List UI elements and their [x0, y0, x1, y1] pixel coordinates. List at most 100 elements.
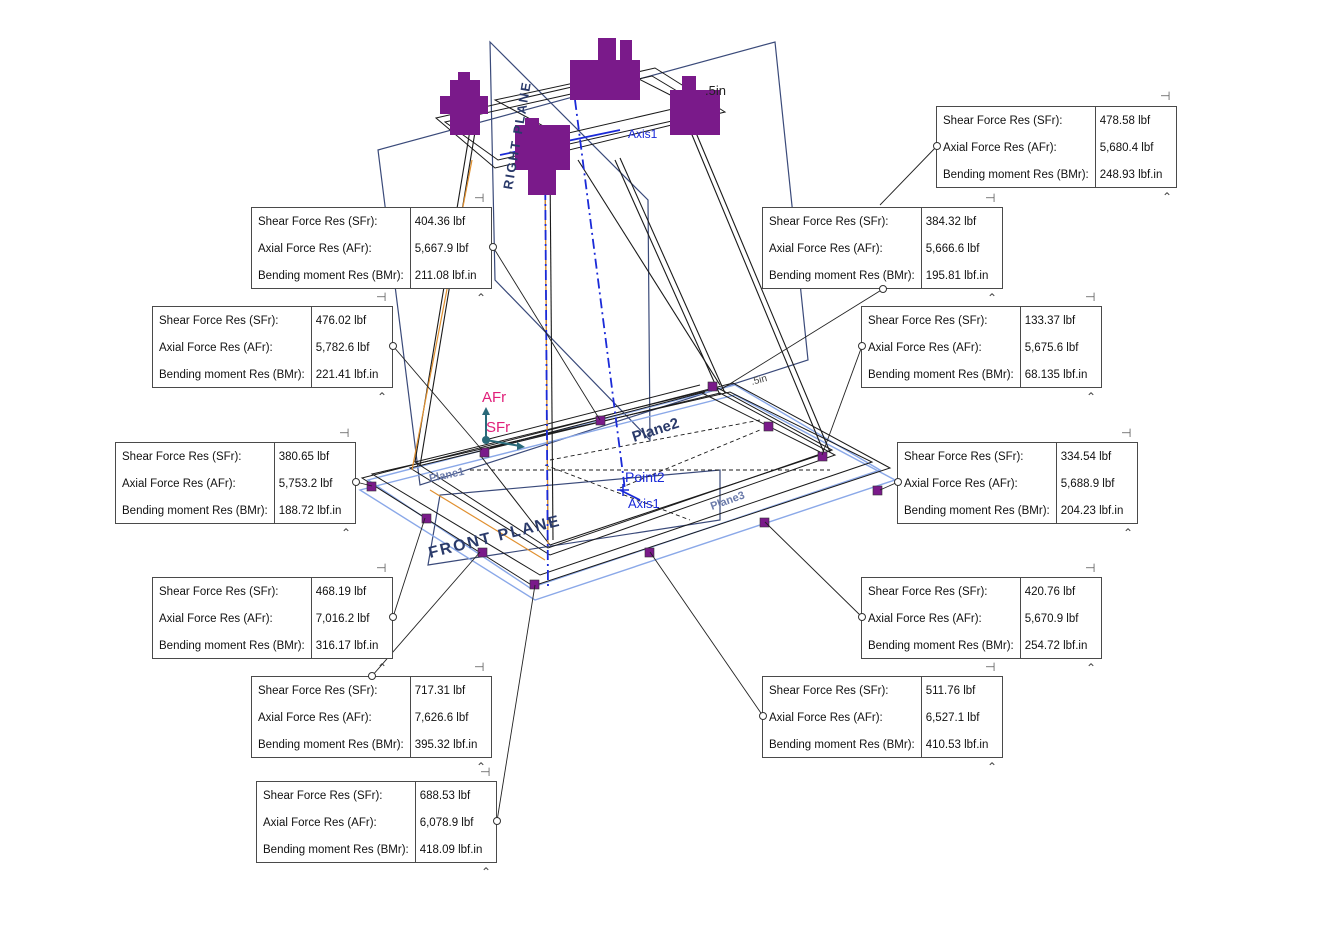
sfr-label: Shear Force Res (SFr):	[769, 684, 889, 697]
callout-box[interactable]: Shear Force Res (SFr):468.19 lbf Axial F…	[152, 577, 393, 659]
collapse-chevron-icon[interactable]: ⌃	[341, 526, 352, 540]
pin-icon[interactable]: ⊣	[376, 561, 387, 575]
callout-anchor-icon	[493, 817, 501, 825]
pin-icon[interactable]: ⊣	[480, 765, 491, 779]
collapse-chevron-icon[interactable]: ⌃	[481, 865, 492, 879]
bmr-value: 248.93 lbf.in	[1094, 161, 1177, 188]
afr-label: Axial Force Res (AFr):	[868, 612, 982, 625]
afr-value: 7,626.6 lbf	[409, 704, 492, 731]
callout-anchor-icon	[879, 285, 887, 293]
pin-icon[interactable]: ⊣	[985, 660, 996, 674]
bmr-value: 204.23 lbf.in	[1055, 497, 1138, 524]
afr-label: Axial Force Res (AFr):	[258, 711, 372, 724]
dimension-bottom-label: .5in	[750, 373, 768, 388]
afr-label: Axial Force Res (AFr):	[943, 141, 1057, 154]
sfr-value: 404.36 lbf	[409, 208, 491, 235]
afr-label: Axial Force Res (AFr):	[769, 711, 883, 724]
bmr-label: Bending moment Res (BMr):	[769, 738, 915, 751]
collapse-chevron-icon[interactable]: ⌃	[1162, 190, 1173, 204]
callout-box[interactable]: Shear Force Res (SFr):688.53 lbf Axial F…	[256, 781, 497, 863]
bmr-label: Bending moment Res (BMr):	[868, 368, 1014, 381]
afr-label: Axial Force Res (AFr):	[868, 341, 982, 354]
dimension-top-label: .5in	[705, 83, 726, 98]
afr-marker-label: AFr	[482, 389, 506, 406]
bmr-label: Bending moment Res (BMr):	[769, 269, 915, 282]
callout-anchor-icon	[894, 478, 902, 486]
callout-anchor-icon	[368, 672, 376, 680]
sfr-value: 478.58 lbf	[1094, 107, 1177, 134]
collapse-chevron-icon[interactable]: ⌃	[1086, 390, 1097, 404]
bmr-label: Bending moment Res (BMr):	[904, 504, 1050, 517]
pin-icon[interactable]: ⊣	[474, 660, 485, 674]
bmr-value: 410.53 lbf.in	[920, 731, 1003, 758]
collapse-chevron-icon[interactable]: ⌃	[476, 291, 487, 305]
collapse-chevron-icon[interactable]: ⌃	[1086, 661, 1097, 675]
afr-label: Axial Force Res (AFr):	[258, 242, 372, 255]
force-triad-icon	[482, 407, 525, 450]
sfr-label: Shear Force Res (SFr):	[904, 450, 1024, 463]
callout-box[interactable]: Shear Force Res (SFr):511.76 lbf Axial F…	[762, 676, 1003, 758]
callout-box[interactable]: Shear Force Res (SFr):717.31 lbf Axial F…	[251, 676, 492, 758]
collapse-chevron-icon[interactable]: ⌃	[987, 291, 998, 305]
reference-planes	[377, 40, 809, 566]
sfr-label: Shear Force Res (SFr):	[868, 585, 988, 598]
pin-icon[interactable]: ⊣	[1085, 290, 1096, 304]
sfr-label: Shear Force Res (SFr):	[943, 114, 1063, 127]
collapse-chevron-icon[interactable]: ⌃	[1123, 526, 1134, 540]
bmr-label: Bending moment Res (BMr):	[943, 168, 1089, 181]
afr-value: 5,688.9 lbf	[1055, 470, 1138, 497]
pin-icon[interactable]: ⊣	[376, 290, 387, 304]
callout-anchor-icon	[933, 142, 941, 150]
sfr-value: 334.54 lbf	[1055, 443, 1138, 470]
pin-icon[interactable]: ⊣	[1121, 426, 1132, 440]
afr-label: Axial Force Res (AFr):	[159, 341, 273, 354]
callout-box[interactable]: Shear Force Res (SFr):404.36 lbf Axial F…	[251, 207, 492, 289]
collapse-chevron-icon[interactable]: ⌃	[377, 661, 388, 675]
callout-anchor-icon	[489, 243, 497, 251]
bmr-value: 254.72 lbf.in	[1019, 632, 1102, 659]
point2-marker-icon	[617, 484, 629, 496]
afr-value: 5,680.4 lbf	[1094, 134, 1177, 161]
pin-icon[interactable]: ⊣	[1085, 561, 1096, 575]
pin-icon[interactable]: ⊣	[1160, 89, 1171, 103]
collapse-chevron-icon[interactable]: ⌃	[987, 760, 998, 774]
afr-value: 5,667.9 lbf	[409, 235, 491, 262]
pin-icon[interactable]: ⊣	[339, 426, 350, 440]
bmr-label: Bending moment Res (BMr):	[122, 504, 268, 517]
callout-box[interactable]: Shear Force Res (SFr):133.37 lbf Axial F…	[861, 306, 1102, 388]
collapse-chevron-icon[interactable]: ⌃	[377, 390, 388, 404]
callout-box[interactable]: Shear Force Res (SFr):380.65 lbf Axial F…	[115, 442, 356, 524]
bmr-value: 188.72 lbf.in	[273, 497, 356, 524]
pin-icon[interactable]: ⊣	[474, 191, 485, 205]
afr-value: 5,782.6 lbf	[310, 334, 393, 361]
callout-box[interactable]: Shear Force Res (SFr): 420.76 lbf Axial F…	[861, 577, 1102, 659]
bmr-label: Bending moment Res (BMr):	[868, 639, 1014, 652]
pin-icon[interactable]: ⊣	[985, 191, 996, 205]
bmr-value: 395.32 lbf.in	[409, 731, 492, 758]
sfr-value: 476.02 lbf	[310, 307, 393, 334]
sfr-marker-label: SFr	[486, 419, 510, 436]
callout-box[interactable]: Shear Force Res (SFr):334.54 lbf Axial F…	[897, 442, 1138, 524]
collapse-chevron-icon[interactable]: ⌃	[476, 760, 487, 774]
bmr-value: 221.41 lbf.in	[310, 361, 393, 388]
afr-value: 5,753.2 lbf	[273, 470, 356, 497]
sfr-value: 717.31 lbf	[409, 677, 492, 704]
callout-box[interactable]: Shear Force Res (SFr): 478.58 lbf Axial F…	[936, 106, 1177, 188]
sfr-value: 420.76 lbf	[1019, 578, 1102, 605]
sfr-value: 468.19 lbf	[310, 578, 393, 605]
sfr-label: Shear Force Res (SFr):	[868, 314, 988, 327]
bmr-label: Bending moment Res (BMr):	[258, 269, 404, 282]
axis-lines	[499, 99, 641, 591]
front-plane-outline	[427, 469, 721, 566]
axis-top-label: Axis1	[628, 127, 658, 141]
afr-label: Axial Force Res (AFr):	[122, 477, 236, 490]
callout-box[interactable]: Shear Force Res (SFr):476.02 lbf Axial F…	[152, 306, 393, 388]
callout-box[interactable]: Shear Force Res (SFr):384.32 lbf Axial F…	[762, 207, 1003, 289]
bmr-label: Bending moment Res (BMr):	[159, 368, 305, 381]
bmr-label: Bending moment Res (BMr):	[159, 639, 305, 652]
bmr-label: Bending moment Res (BMr):	[258, 738, 404, 751]
callout-anchor-icon	[759, 712, 767, 720]
sfr-value: 380.65 lbf	[273, 443, 356, 470]
bmr-value: 418.09 lbf.in	[414, 836, 497, 863]
